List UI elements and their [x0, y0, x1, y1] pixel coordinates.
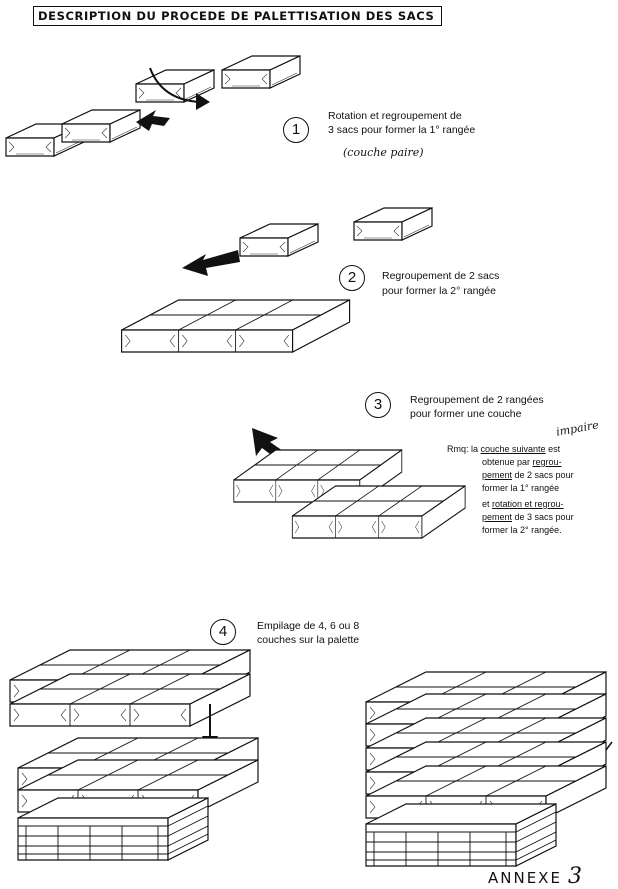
step2-direction-arrow	[182, 250, 240, 276]
note-line-6: pement de 3 sacs pour	[482, 512, 574, 522]
note-line-5: et rotation et regrou-	[482, 499, 564, 509]
note-line-7: former la 2° rangée.	[482, 525, 562, 535]
first-row-formed	[121, 299, 351, 353]
step1-direction-arrow	[136, 110, 170, 131]
page-title: DESCRIPTION DU PROCEDE DE PALETTISATION …	[33, 6, 442, 26]
step-1-line-1: Rotation et regroupement de	[328, 110, 462, 122]
pallet-left	[17, 797, 209, 861]
bag-row2-2	[353, 207, 433, 241]
note-line-4: former la 1° rangée	[482, 483, 560, 493]
note-line-1: Rmq: la couche suivante est	[447, 444, 561, 454]
step-1-line-2: 3 sacs pour former la 1° rangée	[328, 124, 476, 136]
note-line-3: pement de 2 sacs pour	[482, 470, 574, 480]
bag-waiting	[221, 55, 301, 89]
step-2-line-2: pour former la 2° rangée	[382, 285, 496, 297]
step-1-handwritten: (couche paire)	[343, 146, 424, 159]
step-4-line-1: Empilage de 4, 6 ou 8	[257, 620, 360, 632]
step-4-number: 4	[210, 619, 236, 645]
step-1-number: 1	[283, 117, 309, 143]
step-2-number: 2	[339, 265, 365, 291]
bag-row2-1	[239, 223, 319, 257]
step-3-line-2: pour former une couche	[410, 408, 522, 420]
rotation-arrow	[149, 67, 201, 103]
bag-row-2	[61, 109, 141, 143]
step-3-line-1: Regroupement de 2 rangées	[410, 394, 544, 406]
rotation-arrow-head	[196, 93, 210, 110]
step-4-line-2: couches sur la palette	[257, 634, 360, 646]
pallet-right	[365, 803, 557, 867]
note-line-2: obtenue par regrou-	[482, 457, 562, 467]
step-3-number: 3	[365, 392, 391, 418]
step-2-line-1: Regroupement de 2 sacs	[382, 270, 500, 282]
